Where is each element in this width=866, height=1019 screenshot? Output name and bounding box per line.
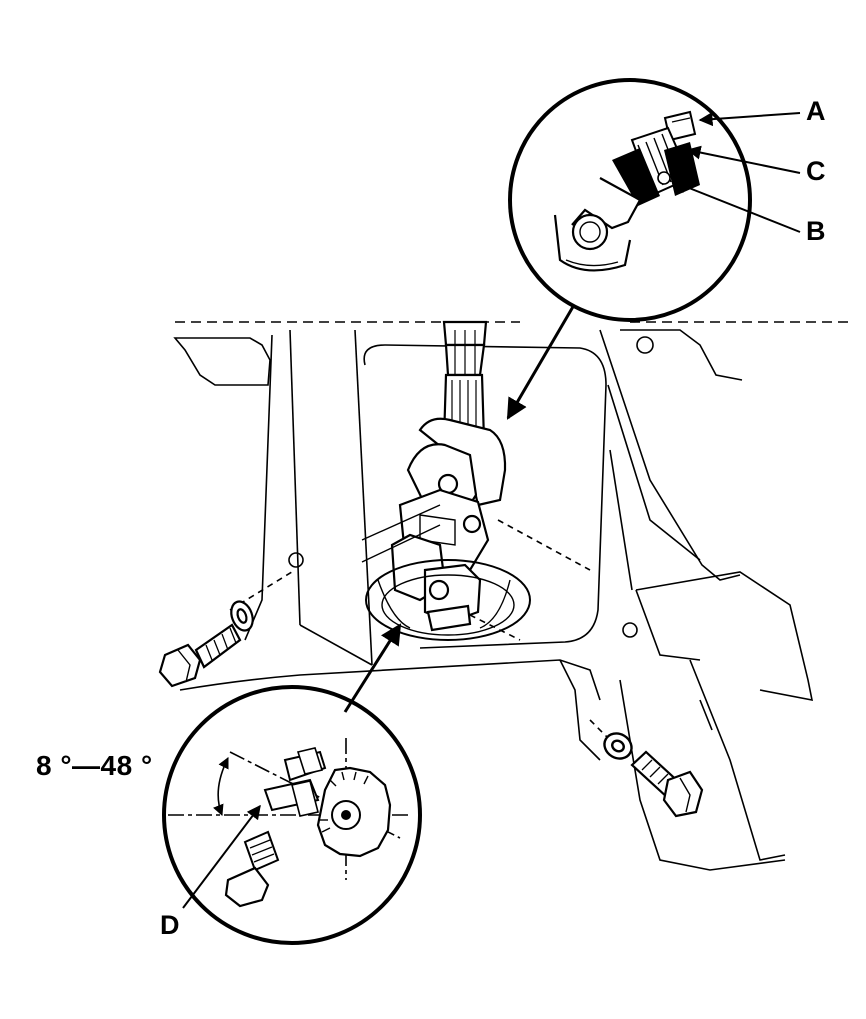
callout-label-a: A — [806, 96, 826, 126]
vehicle-body-outline — [173, 321, 850, 871]
callout-leader-d — [182, 804, 261, 909]
callout-label-d: D — [160, 910, 180, 940]
steering-shaft — [390, 320, 507, 632]
left-pinch-bolt — [158, 623, 242, 688]
callout-leaders-top — [672, 112, 801, 233]
rack-opening — [365, 559, 531, 641]
right-pinch-bolt — [630, 750, 704, 818]
right-washer — [603, 732, 633, 760]
detail-circle-bottom — [162, 685, 422, 945]
callout-label-c: C — [806, 156, 826, 186]
detail-arrow-top — [506, 304, 576, 420]
joint-leader-lines — [361, 504, 441, 563]
angle-range-label: 8 °—48 ° — [36, 750, 153, 781]
detail-arrow-bottom — [343, 623, 402, 713]
callout-label-b: B — [806, 216, 826, 246]
left-washer — [230, 600, 254, 632]
detail-circle-top — [508, 78, 752, 322]
